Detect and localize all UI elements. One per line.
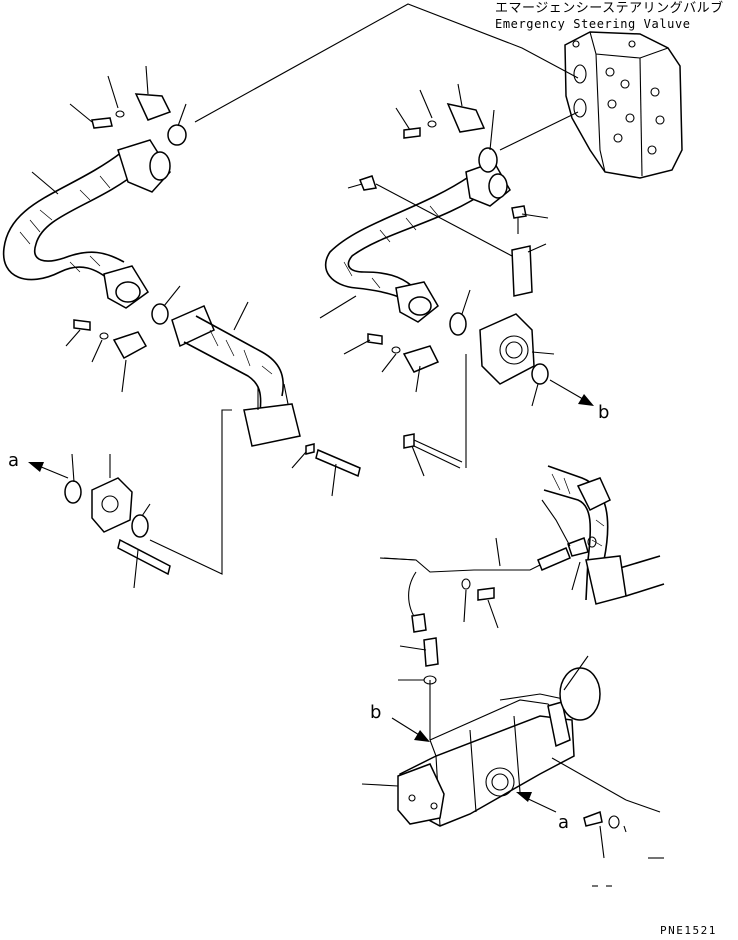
elbow-pipe (171, 305, 301, 447)
arrow-b-right (549, 379, 594, 406)
pilot-line (379, 536, 597, 685)
part-reference-lines (31, 65, 664, 887)
pump-mount-bolt (583, 810, 603, 827)
callout-a-pump: a (558, 812, 570, 833)
right-suction-hose (324, 161, 511, 323)
valve-title-japanese: エマージェンシーステアリングバルブ (495, 1, 724, 16)
arrow-a-left (28, 462, 69, 479)
right-hose-fittings (359, 102, 513, 373)
valve-title-english: Emergency Steering Valuve (495, 17, 691, 31)
emergency-steering-valve (564, 31, 683, 179)
pump-delivery-hose (543, 465, 665, 605)
pump-o-ring (559, 667, 601, 721)
left-hose-fittings (73, 93, 187, 360)
callout-b-right: b (598, 402, 610, 423)
right-bracket-flange (403, 205, 549, 469)
left-suction-hose (2, 139, 171, 309)
callout-b-pump: b (370, 702, 382, 723)
left-flange-group (64, 443, 361, 576)
drawing-code: PNE1521 (660, 924, 717, 937)
pump-mount-washer (608, 815, 620, 829)
arrow-a-pump (516, 792, 557, 813)
hydraulic-pump (397, 693, 577, 827)
callout-a-left: a (8, 450, 20, 471)
arrow-b-pump (391, 717, 430, 742)
